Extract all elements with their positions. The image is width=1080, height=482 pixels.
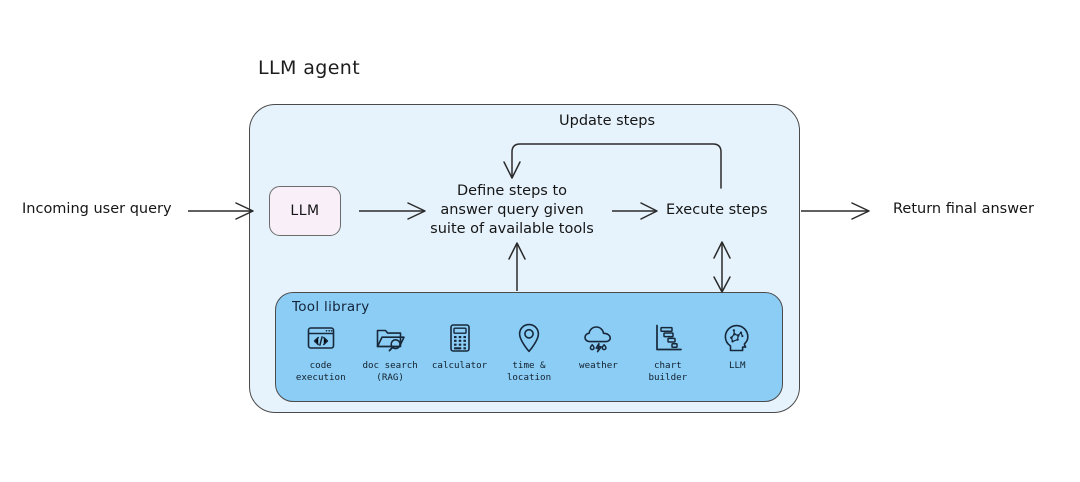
code-execution-icon bbox=[304, 321, 338, 355]
tool-library-title: Tool library bbox=[292, 299, 370, 315]
tool-label: calculator bbox=[431, 360, 488, 371]
execute-steps-node: Execute steps bbox=[666, 202, 768, 218]
tool-library-panel: Tool library code execution bbox=[275, 292, 783, 402]
doc-search-icon bbox=[373, 321, 407, 355]
tool-item-llm: LLM bbox=[703, 321, 772, 372]
calculator-icon bbox=[443, 321, 477, 355]
define-steps-node: Define steps to answer query given suite… bbox=[430, 183, 594, 237]
time-location-icon bbox=[512, 321, 546, 355]
return-answer-label: Return final answer bbox=[893, 201, 1034, 217]
arrow-incoming-query bbox=[188, 202, 254, 220]
tool-label: doc search (RAG) bbox=[362, 360, 418, 383]
tool-item-time-location: time & location bbox=[494, 321, 563, 383]
tool-item-chart-builder: chart builder bbox=[633, 321, 702, 383]
tool-label: code execution bbox=[295, 360, 346, 383]
tool-item-code-execution: code execution bbox=[286, 321, 355, 383]
page-title: LLM agent bbox=[258, 57, 361, 79]
tool-item-doc-search: doc search (RAG) bbox=[355, 321, 424, 383]
tool-label: LLM bbox=[728, 360, 746, 371]
incoming-query-label: Incoming user query bbox=[22, 201, 172, 217]
llm-node: LLM bbox=[269, 186, 341, 236]
tool-label: time & location bbox=[506, 360, 552, 383]
tool-item-calculator: calculator bbox=[425, 321, 494, 372]
llm-icon bbox=[720, 321, 754, 355]
tool-item-weather: weather bbox=[564, 321, 633, 372]
llm-node-label: LLM bbox=[290, 203, 320, 219]
update-steps-label: Update steps bbox=[559, 113, 656, 129]
tool-label: weather bbox=[579, 360, 618, 371]
weather-icon bbox=[581, 321, 615, 355]
arrow-execute-to-return bbox=[801, 202, 870, 220]
chart-builder-icon bbox=[651, 321, 685, 355]
tool-list: code execution doc search (RAG) bbox=[286, 321, 772, 383]
tool-label: chart builder bbox=[648, 360, 688, 383]
